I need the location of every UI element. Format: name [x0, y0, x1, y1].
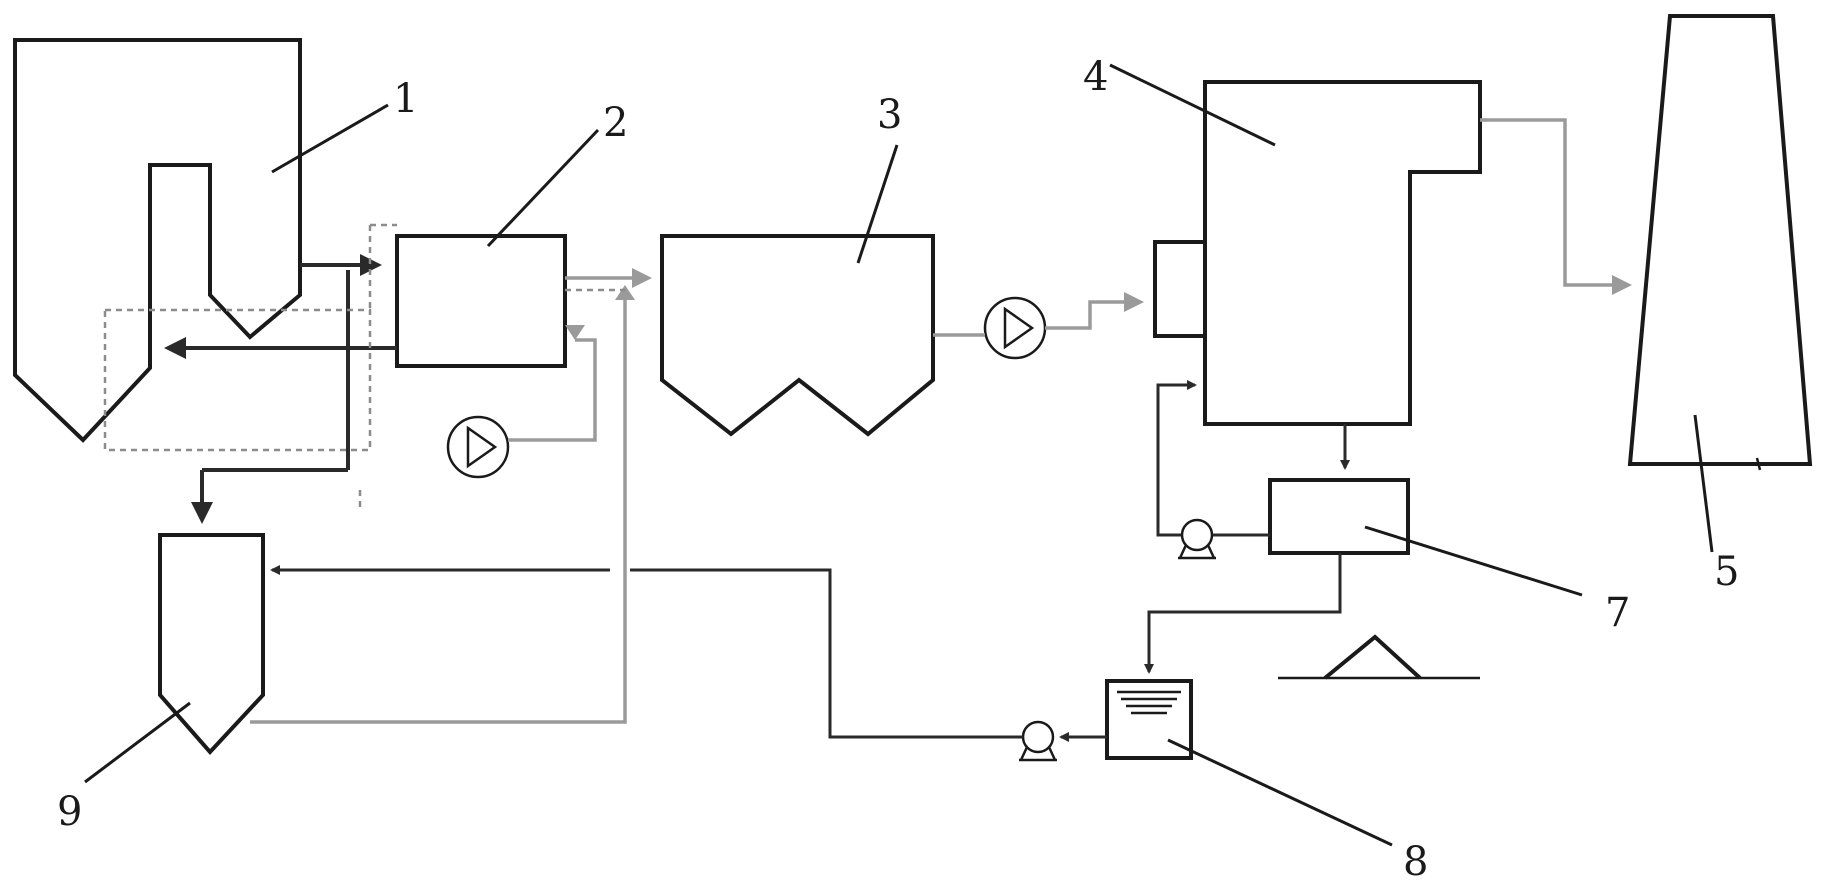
label-boiler: 1: [393, 76, 418, 122]
label-water-tank: 8: [1403, 839, 1428, 885]
chimney: [1627, 14, 1813, 471]
scr-reactor: [395, 234, 567, 368]
component-labels: 1 2 3 4 5 7 8 9: [57, 54, 1739, 885]
dewatering-unit: [1268, 478, 1410, 555]
ash-hopper: [158, 533, 265, 755]
flow-lines-gray: [250, 118, 1632, 724]
leader-lines: [84, 63, 1714, 847]
pump-1: [1178, 518, 1216, 560]
fan-1: [446, 415, 510, 479]
fan-2: [983, 296, 1047, 360]
flow-lines-dashed: [103, 223, 625, 510]
label-scr-reactor: 2: [603, 100, 628, 146]
label-dust-collector: 3: [877, 92, 902, 138]
desulfurization-tower: [1153, 80, 1482, 426]
boiler: [13, 38, 302, 443]
dust-collector: [660, 234, 935, 437]
flow-lines-dark: [164, 254, 1350, 742]
label-ash-hopper: 9: [57, 789, 82, 835]
pump-2: [1019, 720, 1057, 762]
gypsum-pile: [1278, 634, 1480, 680]
water-tank: [1105, 679, 1193, 760]
label-dewatering-unit: 7: [1605, 590, 1630, 636]
label-desulfurization-tower: 4: [1083, 54, 1108, 100]
label-chimney: 5: [1714, 549, 1739, 595]
